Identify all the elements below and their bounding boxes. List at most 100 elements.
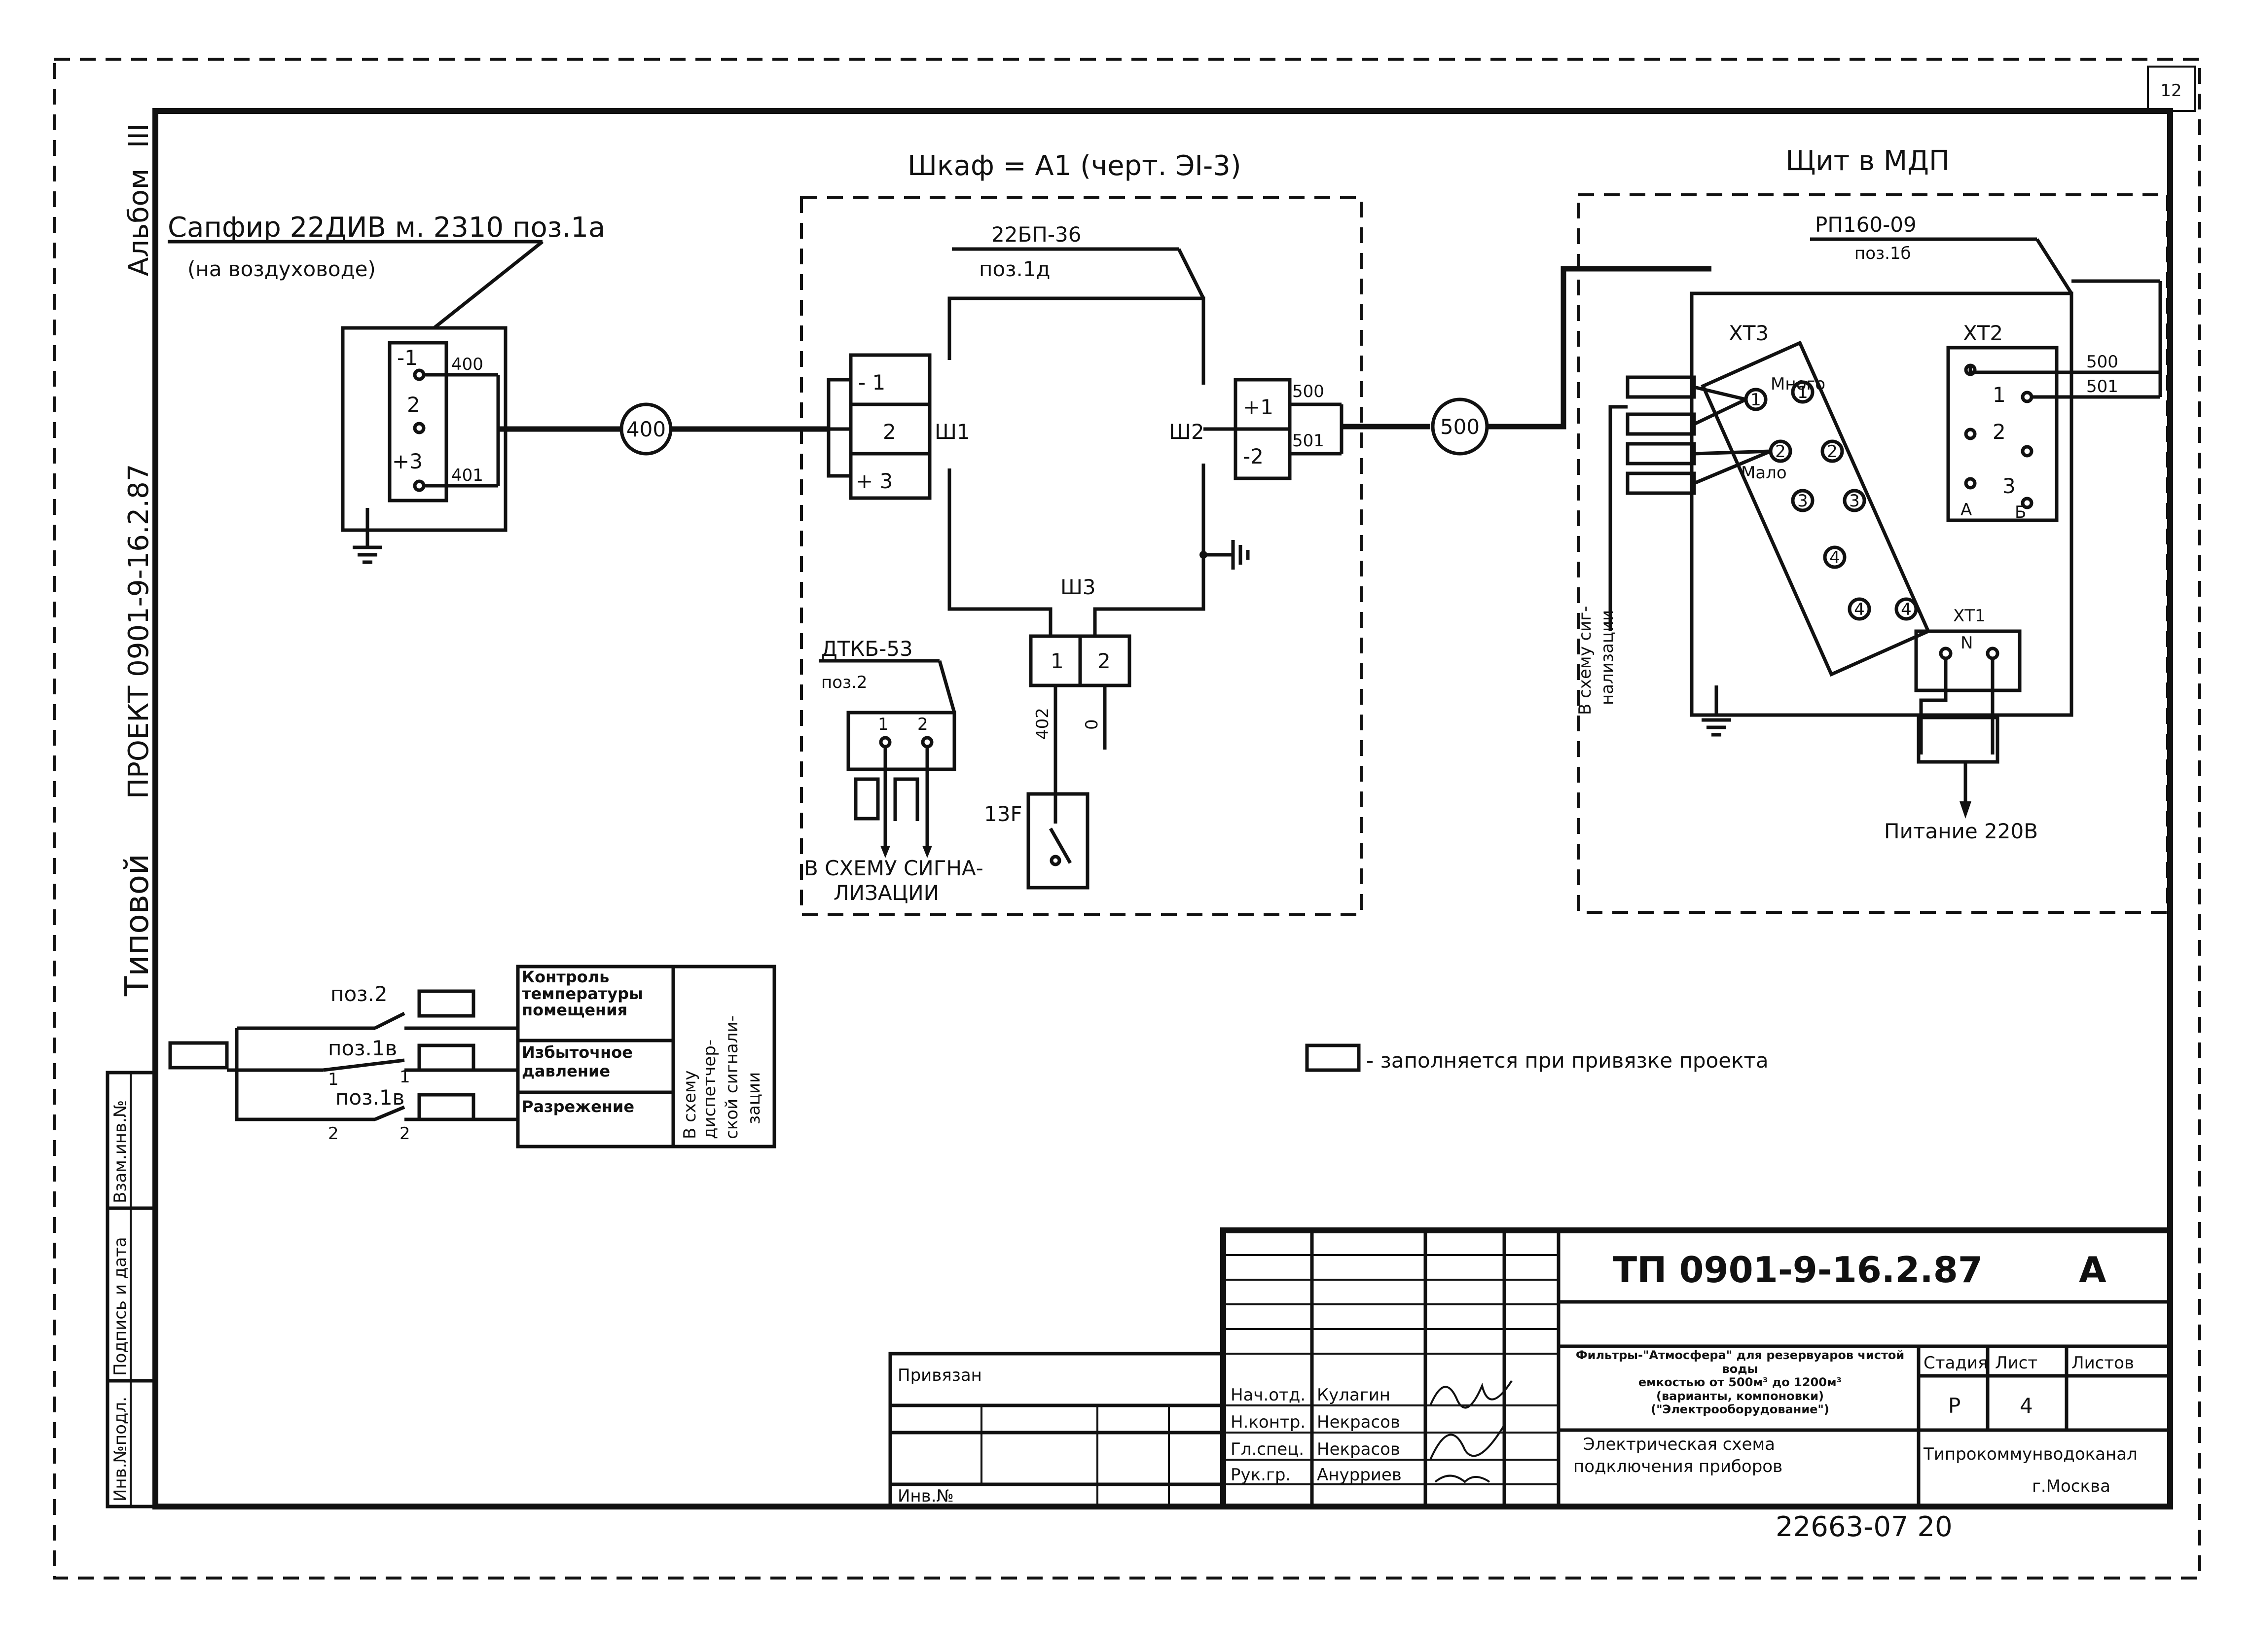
svg-text:поз.2: поз.2 xyxy=(330,982,388,1006)
svg-text:Кулагин: Кулагин xyxy=(1317,1385,1390,1405)
svg-text:-2: -2 xyxy=(1243,444,1264,468)
svg-text:N: N xyxy=(1961,633,1973,653)
svg-text:2: 2 xyxy=(1827,442,1838,462)
sensor-terminal-block xyxy=(388,341,448,503)
svg-text:3: 3 xyxy=(1849,491,1860,511)
svg-text:4: 4 xyxy=(1854,600,1865,619)
legend: - заполняется при привязке проекта xyxy=(1305,1043,1769,1073)
svg-text:зации: зации xyxy=(744,1072,764,1124)
cable-500: 500 xyxy=(1431,266,1711,456)
svg-text:Рук.гр.: Рук.гр. xyxy=(1231,1465,1291,1485)
svg-text:2: 2 xyxy=(399,1124,410,1144)
svg-text:-1: -1 xyxy=(397,346,418,370)
org-name: Типрокоммунводоканал xyxy=(1923,1444,2138,1464)
corner-box xyxy=(2147,66,2196,112)
side-labels: Альбом III ПРОЕКТ 0901-9-16.2.87 Типовой xyxy=(118,123,156,997)
typical-label: Типовой xyxy=(118,854,156,997)
svg-text:2: 2 xyxy=(407,393,420,417)
roles-nach: Нач.отд. xyxy=(1231,1385,1306,1405)
svg-text:500: 500 xyxy=(2086,352,2118,372)
privyazan-label: Привязан xyxy=(898,1365,982,1385)
svg-text:1: 1 xyxy=(399,1067,410,1087)
svg-text:В СХЕМУ СИГНА-: В СХЕМУ СИГНА- xyxy=(804,856,983,880)
recorder-body xyxy=(1690,291,2073,717)
org-city: г.Москва xyxy=(2032,1476,2110,1496)
power-supply-label: 22БП-36 xyxy=(991,222,1081,247)
svg-text:Гл.спец.: Гл.спец. xyxy=(1231,1439,1304,1459)
panel-border xyxy=(1577,193,2169,914)
album-label: Альбом xyxy=(123,169,155,276)
svg-text:3: 3 xyxy=(1797,491,1808,511)
svg-text:В схему: В схему xyxy=(680,1070,700,1139)
signature xyxy=(1434,1474,1490,1483)
svg-text:2: 2 xyxy=(1775,442,1786,462)
connector-sh2: Ш2 xyxy=(1169,420,1204,444)
svg-text:3: 3 xyxy=(2002,474,2016,498)
svg-text:поз.2: поз.2 xyxy=(821,673,868,692)
legend-text: - заполняется при привязке проекта xyxy=(1366,1048,1769,1073)
svg-text:4: 4 xyxy=(2020,1394,2033,1418)
svg-text:поз.1б: поз.1б xyxy=(1854,244,1911,263)
power-label: Питание 220В xyxy=(1884,819,2038,843)
alarm-row-overpressure: Избыточное давление xyxy=(522,1043,633,1081)
cabinet-title: Шкаф = А1 (черт. ЭI-3) xyxy=(908,150,1241,182)
svg-text:Б: Б xyxy=(2015,503,2026,522)
alarm-table xyxy=(516,965,776,1149)
svg-text:Лист: Лист xyxy=(1995,1353,2037,1373)
main-frame xyxy=(152,108,2173,1509)
svg-text:2: 2 xyxy=(917,715,928,734)
cable-400: 400 xyxy=(619,402,829,456)
sensor-subtitle: (на воздуховоде) xyxy=(187,257,376,281)
alarm-contacts: поз.2 поз.1в поз.1в 1 1 2 2 Контроль тем… xyxy=(168,965,776,1149)
svg-text:1: 1 xyxy=(1750,390,1761,410)
xt2-block xyxy=(1946,346,2059,522)
svg-text:Листов: Листов xyxy=(2071,1353,2134,1373)
svg-text:501: 501 xyxy=(1292,431,1324,451)
svg-text:4: 4 xyxy=(1901,600,1912,619)
breaker-13f xyxy=(1026,792,1089,890)
svg-text:4: 4 xyxy=(1829,548,1840,568)
svg-text:1: 1 xyxy=(328,1070,339,1089)
svg-text:Анурриев: Анурриев xyxy=(1317,1465,1402,1485)
svg-text:- 1: - 1 xyxy=(858,370,885,395)
svg-text:501: 501 xyxy=(2086,377,2118,396)
xt3-block xyxy=(1701,340,1931,677)
svg-text:Некрасов: Некрасов xyxy=(1317,1412,1400,1432)
album-number: III xyxy=(123,123,155,148)
title-block: Нач.отд. Н.контр. Гл.спец. Рук.гр. Кулаг… xyxy=(888,1227,2173,1543)
sheet-letter: А xyxy=(2079,1249,2106,1291)
svg-text:402: 402 xyxy=(1033,708,1053,740)
svg-text:поз.1д: поз.1д xyxy=(979,257,1051,281)
outer-trim-line xyxy=(53,58,2201,1580)
svg-text:1: 1 xyxy=(1051,649,1064,673)
svg-text:диспетчер-: диспетчер- xyxy=(700,1040,720,1139)
svg-text:В схему сиг-: В схему сиг- xyxy=(1575,606,1595,715)
project-label: ПРОЕКТ 0901-9-16.2.87 xyxy=(123,464,155,799)
xt2-label: ХТ2 xyxy=(1963,321,2003,345)
wire-401: 401 xyxy=(451,466,483,485)
sheet-title-1: Электрическая схема xyxy=(1583,1435,1775,1454)
recorder-label: РП160-09 xyxy=(1815,213,1917,237)
svg-text:+1: +1 xyxy=(1243,395,1273,419)
connector-sh1: Ш1 xyxy=(935,420,970,444)
fill-box xyxy=(168,1041,229,1070)
stamp-replace: Взам.инв.№ xyxy=(110,1100,130,1203)
stamp-sign: Подпись и дата xyxy=(110,1237,130,1376)
svg-text:Стадия: Стадия xyxy=(1924,1353,1988,1373)
svg-text:1: 1 xyxy=(1993,383,2006,407)
svg-text:2: 2 xyxy=(883,420,896,444)
xt1-block xyxy=(1914,629,2022,692)
svg-text:+3: +3 xyxy=(392,449,423,473)
sensor-sapfir: Сапфир 22ДИВ м. 2310 поз.1а (на воздухов… xyxy=(168,212,621,564)
svg-text:2: 2 xyxy=(1097,649,1111,673)
svg-text:поз.1в: поз.1в xyxy=(328,1036,397,1060)
svg-text:Н.контр.: Н.контр. xyxy=(1231,1412,1306,1432)
breaker-label: 13F xyxy=(984,802,1022,826)
svg-text:нализации: нализации xyxy=(1597,610,1617,705)
svg-text:500: 500 xyxy=(1292,382,1324,401)
alarm-row-temp: Контроль температуры помещения xyxy=(522,969,643,1020)
corner-mark: 12 xyxy=(2160,81,2181,101)
sensor-title: Сапфир 22ДИВ м. 2310 поз.1а xyxy=(168,212,605,244)
